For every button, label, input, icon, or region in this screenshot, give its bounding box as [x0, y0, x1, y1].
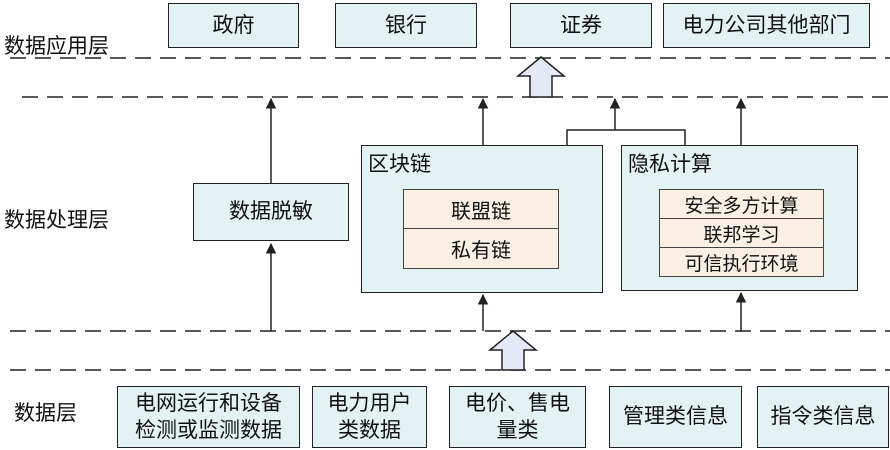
data-node-price-sales: 电价、售电 量类 — [449, 386, 586, 448]
app-node-securities: 证券 — [510, 3, 652, 48]
app-node-other-departments: 电力公司其他部门 — [663, 3, 870, 48]
blockchain-item-private: 私有链 — [403, 228, 559, 269]
app-node-government: 政府 — [168, 3, 299, 48]
app-node-bank: 银行 — [335, 3, 477, 48]
data-node-grid-operation: 电网运行和设备 检测或监测数据 — [117, 386, 300, 448]
privacy-computing-title: 隐私计算 — [628, 152, 712, 176]
privacy-item-tee: 可信执行环境 — [659, 247, 824, 277]
privacy-item-federated: 联邦学习 — [659, 218, 824, 248]
up-arrow-top — [515, 56, 567, 98]
data-node-power-user: 电力用户 类数据 — [312, 386, 427, 448]
blockchain-container: 区块链 联盟链 私有链 — [361, 145, 603, 293]
data-node-management: 管理类信息 — [609, 386, 742, 448]
blockchain-item-consortium: 联盟链 — [403, 189, 559, 229]
up-arrow-bottom — [487, 330, 539, 371]
layer-label-processing: 数据处理层 — [4, 208, 109, 232]
joint-connector — [566, 129, 686, 145]
desensitization-box: 数据脱敏 — [193, 183, 349, 241]
privacy-item-mpc: 安全多方计算 — [659, 189, 824, 219]
data-node-instruction: 指令类信息 — [757, 386, 889, 448]
layer-label-application: 数据应用层 — [4, 34, 109, 58]
layer-label-data: 数据层 — [14, 401, 77, 425]
blockchain-title: 区块链 — [368, 152, 431, 176]
privacy-computing-container: 隐私计算 安全多方计算 联邦学习 可信执行环境 — [621, 145, 858, 291]
